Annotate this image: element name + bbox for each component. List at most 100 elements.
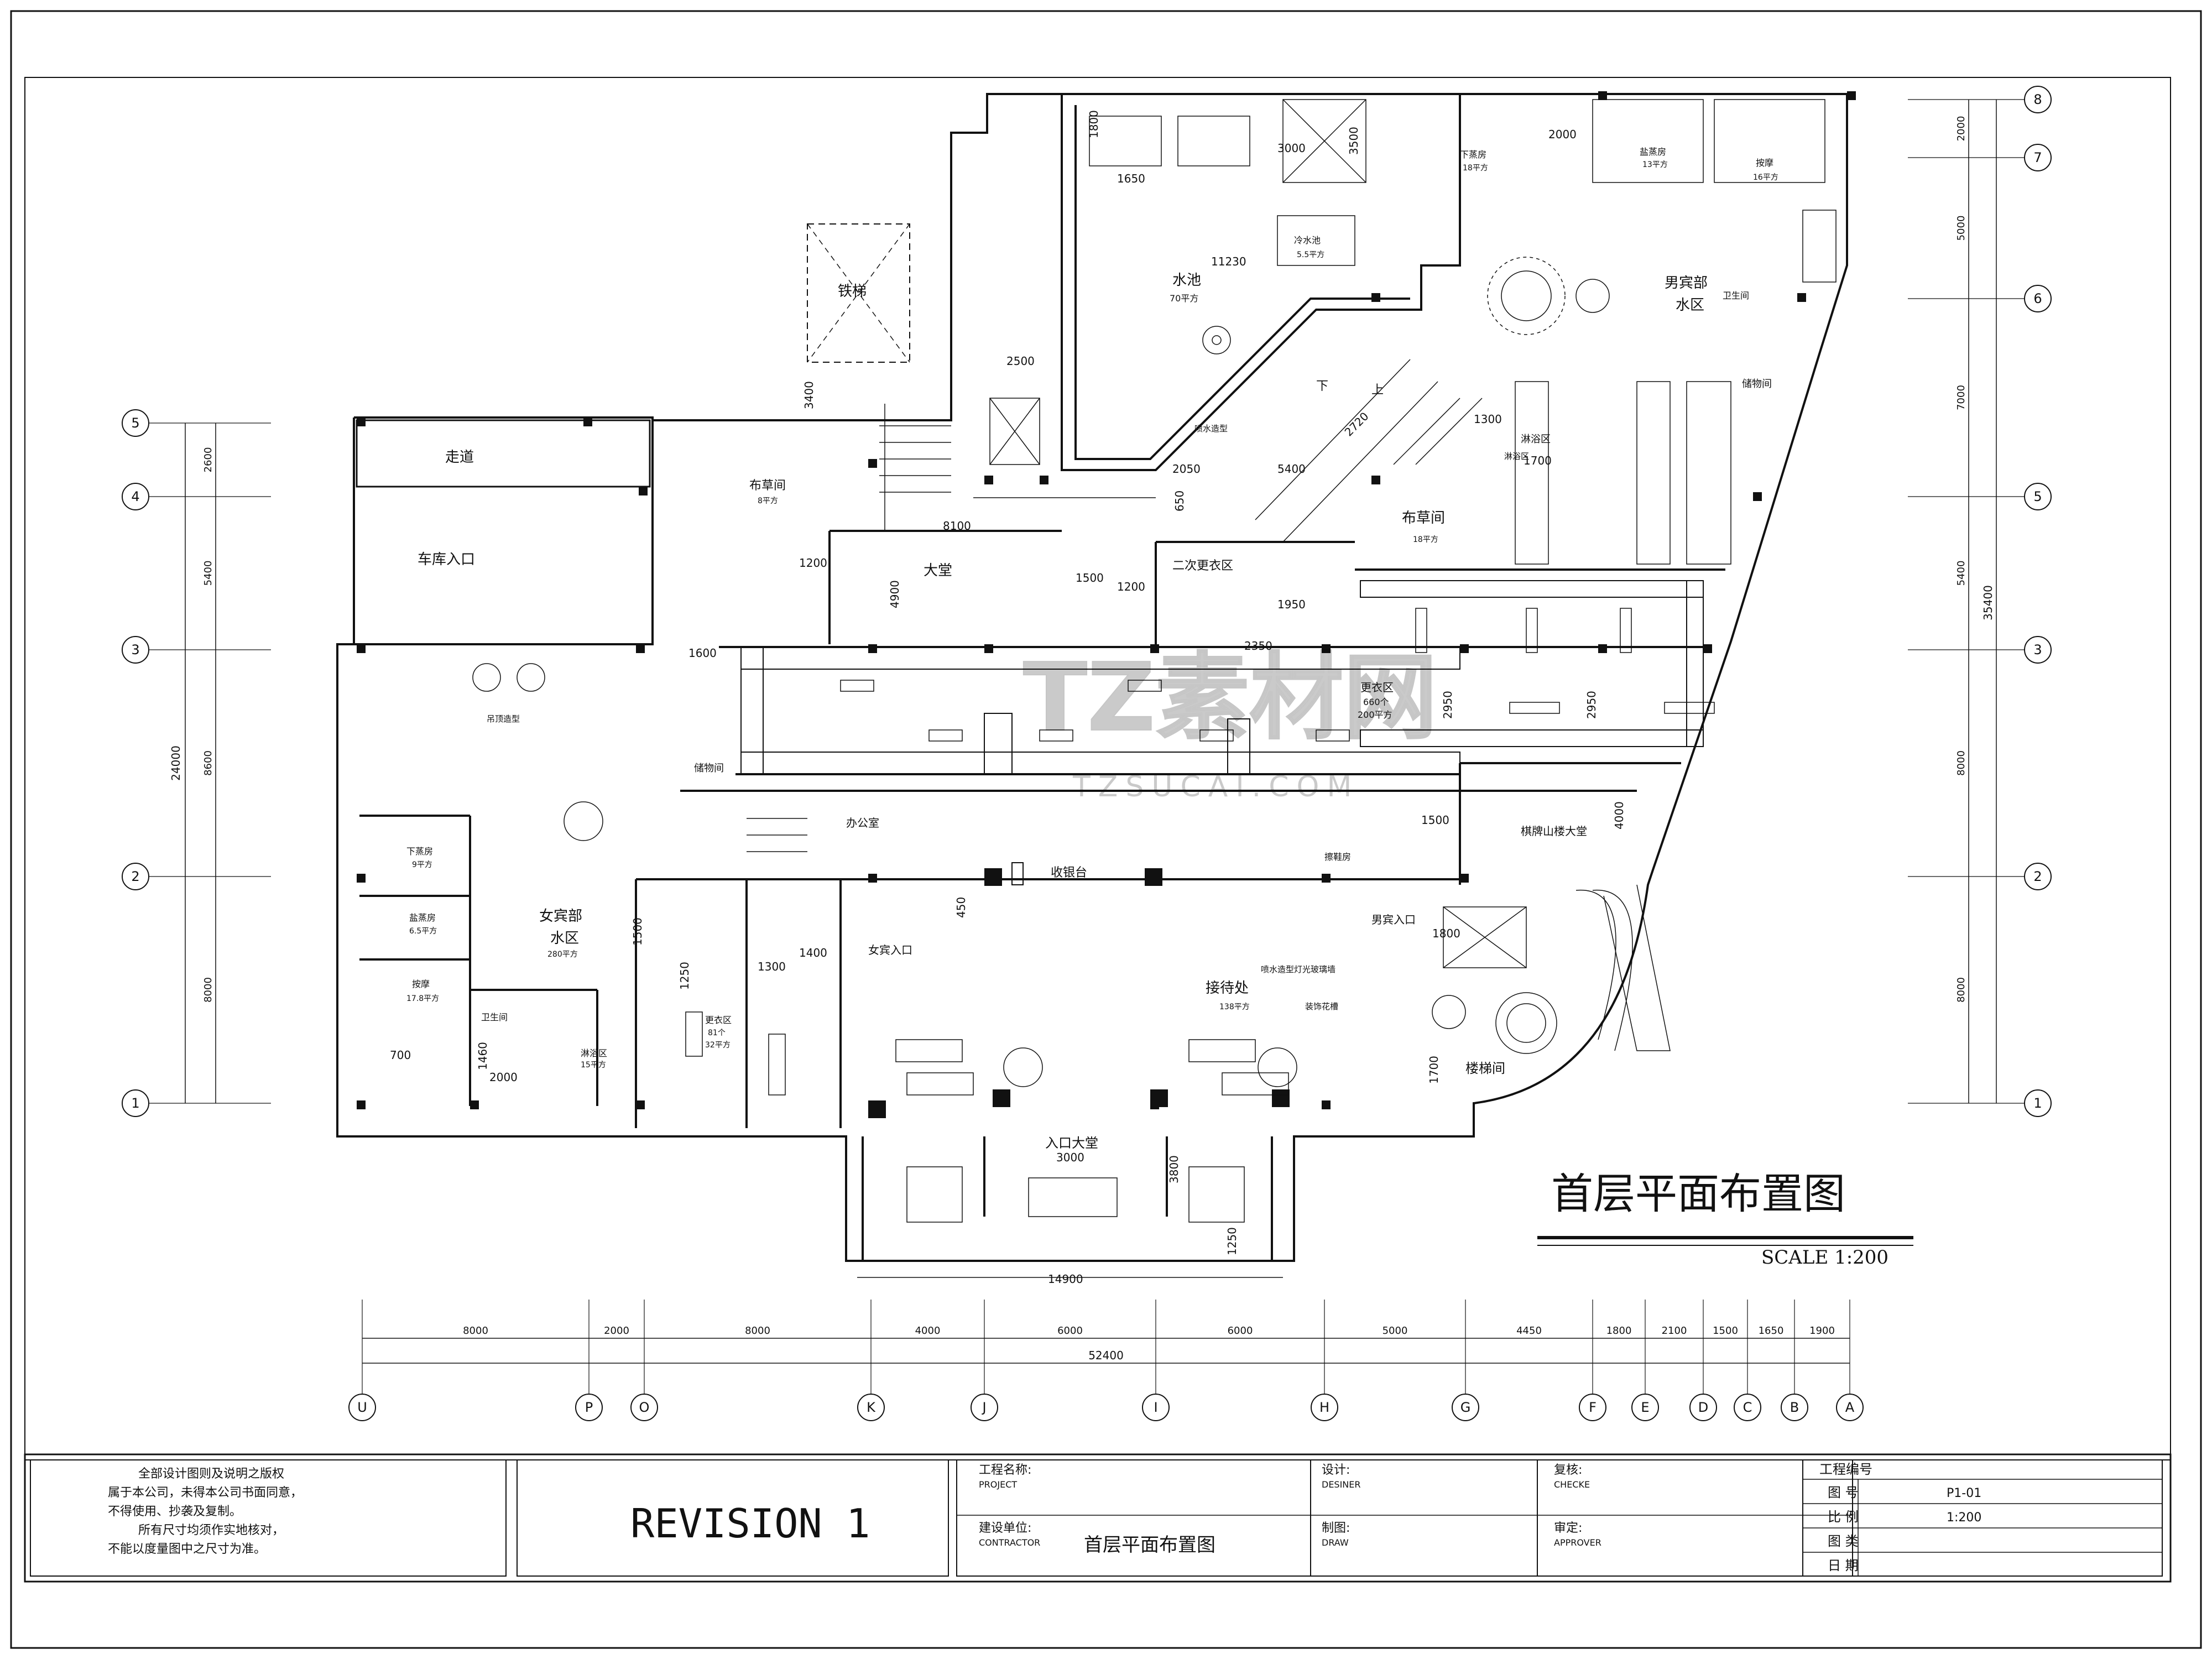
dim-1650: 1650	[1117, 172, 1145, 185]
watermark-subtext: TZSUCAI.COM	[1072, 770, 1359, 804]
drafter-label: 制图:	[1322, 1521, 1350, 1535]
room-linen-1-area: 8平方	[758, 497, 778, 505]
watermark: TZ素材网 TZSUCAI.COM	[1022, 643, 1438, 804]
dim-700: 700	[390, 1048, 411, 1062]
axis-label-bottom: H	[1319, 1400, 1329, 1415]
axis-bubble	[122, 409, 149, 437]
room-massage-left-area: 17.8平方	[406, 994, 439, 1003]
axis-bubble	[2024, 1089, 2052, 1117]
room-steam-right-area: 18平方	[1463, 164, 1488, 173]
dim-2000b: 2000	[489, 1071, 518, 1084]
room-wc-left: 卫生间	[481, 1012, 508, 1022]
dim-2950b: 2950	[1585, 691, 1598, 719]
room-shower: 淋浴区	[1521, 434, 1551, 445]
dim-1250: 1250	[678, 962, 691, 990]
axis-bubble	[2024, 483, 2052, 510]
axis-bubble	[122, 1089, 149, 1117]
axis-span-bottom: 2100	[1662, 1325, 1687, 1337]
axis-bubble	[2024, 144, 2052, 171]
axis-label-bottom: U	[357, 1400, 367, 1415]
axis-bubble	[348, 1394, 376, 1421]
axis-bubble	[122, 483, 149, 510]
room-wc-right: 卫生间	[1723, 290, 1749, 301]
axis-span-bottom: 1500	[1713, 1325, 1738, 1337]
axis-bubble	[122, 863, 149, 890]
axis-bubble	[971, 1394, 998, 1421]
dim-450: 450	[954, 897, 968, 918]
axis-bubble	[857, 1394, 885, 1421]
room-labels: 铁梯 走道 车库入口 布草间 8平方 大堂 水池 70平方 冷水池 5.5平方 …	[406, 147, 1778, 1151]
axis-label-bottom: A	[1845, 1400, 1855, 1415]
room-salt-left: 盐蒸房	[409, 912, 436, 923]
dim-1250b: 1250	[1225, 1227, 1239, 1255]
room-cashier: 收银台	[1051, 866, 1087, 880]
stair-down-label: 下	[1316, 379, 1328, 393]
room-pool: 水池	[1172, 272, 1201, 289]
room-reception-area: 138平方	[1219, 1003, 1250, 1011]
dim-11230: 11230	[1211, 255, 1246, 268]
note-ceiling: 吊顶造型	[487, 714, 520, 724]
room-women-entry: 女宾入口	[868, 943, 912, 957]
dim-5400: 5400	[1277, 462, 1306, 476]
room-linen-2-area: 18平方	[1413, 535, 1438, 544]
watermark-text: TZ素材网	[1023, 643, 1437, 753]
axis-label-bottom: E	[1641, 1400, 1649, 1415]
axis-total-bottom: 52400	[1088, 1349, 1124, 1362]
room-shoe: 擦鞋房	[1324, 852, 1351, 862]
axis-label-bottom: I	[1154, 1400, 1157, 1415]
approver-label: 审定:	[1554, 1521, 1582, 1535]
room-locker: 更衣区	[1360, 681, 1394, 694]
room-women-water-2: 水区	[550, 930, 579, 947]
dim-2350: 2350	[1244, 639, 1272, 653]
dim-2720: 2720	[1342, 410, 1371, 439]
axis-label-bottom: B	[1790, 1400, 1799, 1415]
room-second-changing: 二次更衣区	[1172, 559, 1233, 573]
axis-span-bottom: 4450	[1516, 1325, 1542, 1337]
dim-1500c: 1500	[631, 917, 644, 946]
room-cold-pool-area: 5.5平方	[1297, 251, 1324, 259]
room-linen-1: 布草间	[749, 479, 786, 493]
dim-2500: 2500	[1006, 354, 1035, 368]
dim-2000: 2000	[1548, 128, 1577, 141]
axis-bubble	[2024, 285, 2052, 312]
room-steam-left: 下蒸房	[406, 846, 433, 857]
hatched-partitions	[740, 580, 1704, 885]
project-number-label: 工程编号	[1819, 1462, 1872, 1477]
dim-3400: 3400	[802, 381, 816, 409]
room-corridor: 走道	[445, 449, 474, 466]
axis-bubble	[1734, 1394, 1761, 1421]
checker-label-en: CHECKE	[1554, 1479, 1590, 1490]
title-row-0-value: P1-01	[1947, 1486, 1981, 1500]
title-row-0-label: 图 号	[1828, 1485, 1859, 1500]
room-locker-left-area: 32平方	[705, 1041, 731, 1050]
room-reception: 接待处	[1206, 980, 1249, 997]
axis-label-bottom: P	[585, 1400, 593, 1415]
room-shower-left: 淋浴区	[581, 1048, 607, 1058]
axis-label-right: 8	[2033, 92, 2042, 107]
title-row-1-value: 1:200	[1947, 1511, 1981, 1525]
room-salt-left-area: 6.5平方	[409, 927, 437, 936]
dim-2050: 2050	[1172, 462, 1201, 476]
title-row-2-label: 图 类	[1828, 1533, 1859, 1549]
axis-label-right: 3	[2033, 642, 2042, 658]
axis-bubble	[630, 1394, 658, 1421]
stairs	[747, 425, 1633, 1051]
interior-lines	[884, 99, 1837, 1051]
project-label: 工程名称:	[979, 1463, 1031, 1477]
dim-1700b: 1700	[1427, 1056, 1441, 1084]
axis-span-bottom: 2000	[604, 1325, 629, 1337]
axis-label-right: 1	[2033, 1095, 2042, 1111]
drawing-frame	[10, 10, 2202, 1649]
copyright-line-3: 不得使用、抄袭及复制。	[108, 1505, 242, 1519]
title-block	[24, 1453, 2172, 1583]
title-row-3-label: 日 期	[1828, 1558, 1859, 1573]
axis-label-bottom: K	[867, 1400, 876, 1415]
title-block-text: 全部设计图则及说明之版权 属于本公司，未得本公司书面同意， 不得使用、抄袭及复制…	[108, 1462, 1981, 1573]
axis-label-left: 3	[131, 642, 139, 658]
axis-span-bottom: 1900	[1809, 1325, 1835, 1337]
axis-span-right: 5000	[1955, 216, 1967, 241]
room-salt-right-area: 13平方	[1642, 160, 1668, 169]
axis-label-right: 5	[2033, 489, 2042, 504]
